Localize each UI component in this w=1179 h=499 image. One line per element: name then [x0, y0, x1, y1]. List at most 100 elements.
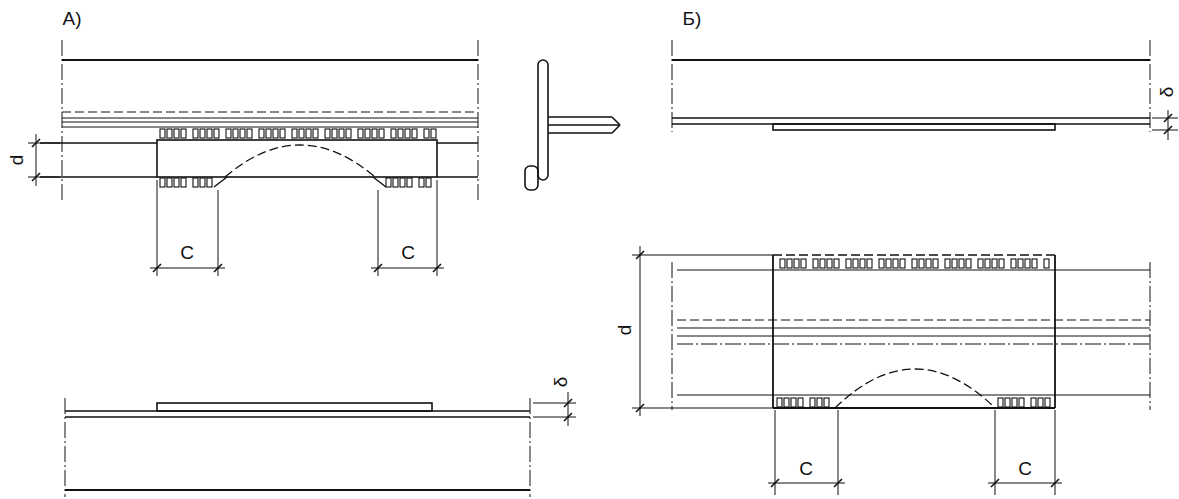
weld-symbol: [900, 259, 905, 268]
drawing-line: [548, 124, 620, 126]
drawing-line: [677, 394, 1150, 395]
weld-symbol: [1019, 398, 1024, 407]
weld-symbol: [240, 129, 245, 138]
drawing-line: [157, 180, 158, 276]
weld-symbol: [810, 398, 815, 407]
weld-symbol: [233, 129, 238, 138]
dimension-label: d: [615, 323, 634, 338]
weld-symbol: [405, 129, 410, 138]
weld-symbol: [365, 129, 370, 138]
weld-symbol: [174, 129, 179, 138]
weld-symbol: [407, 178, 412, 187]
weld-symbol: [372, 129, 377, 138]
drawing-line: [568, 392, 569, 426]
weld-symbol: [798, 398, 803, 407]
weld-symbol: [379, 129, 384, 138]
drawing-line: [32, 173, 40, 181]
drawing-line: [1168, 110, 1169, 140]
weld-symbol: [273, 129, 278, 138]
drawing-line: [988, 483, 1062, 484]
weld-symbol: [313, 129, 318, 138]
weld-symbol: [1025, 259, 1030, 268]
drawing-line: [612, 125, 620, 133]
drawing-line: [378, 190, 379, 276]
weld-symbol: [424, 129, 429, 138]
drawing-line: [62, 117, 478, 118]
weld-symbol: [1018, 259, 1023, 268]
weld-symbol: [926, 259, 931, 268]
drawing-line: [640, 246, 641, 416]
drawing-line: [612, 117, 620, 125]
drawing-line: [65, 489, 530, 491]
weld-symbol: [952, 259, 957, 268]
weld-symbol: [391, 129, 396, 138]
drawing-line: [214, 177, 227, 187]
drawing-line: [1054, 255, 1056, 408]
plate-outline: [773, 124, 1055, 130]
weld-symbol: [266, 129, 271, 138]
drawing-line: [437, 176, 478, 177]
drawing-line: [991, 479, 999, 487]
weld-symbol: [893, 259, 898, 268]
drawing-line: [771, 479, 779, 487]
drawing-line: [632, 255, 773, 256]
weld-symbol: [978, 259, 983, 268]
drawing-line: [636, 404, 644, 412]
dimension-label: C: [399, 243, 417, 262]
drawing-line: [1152, 130, 1178, 131]
weld-symbol: [193, 129, 198, 138]
dimension-label: δ: [1157, 85, 1176, 100]
weld-symbol: [834, 259, 839, 268]
weld-symbol: [299, 129, 304, 138]
drawing-line: [533, 417, 576, 418]
weld-symbol: [945, 259, 950, 268]
weld-symbol: [181, 129, 186, 138]
weld-symbol: [817, 398, 822, 407]
drawing-line: [672, 262, 673, 410]
weld-symbol: [1038, 398, 1043, 407]
drawing-line: [677, 335, 1150, 336]
dimension-label: C: [797, 459, 815, 478]
drawing-line: [773, 254, 1055, 255]
weld-symbol: [998, 398, 1003, 407]
weld-symbol: [174, 178, 179, 187]
weld-symbol: [846, 259, 851, 268]
drawing-line: [62, 111, 478, 112]
weld-symbol: [160, 178, 165, 187]
drawing-line: [533, 403, 576, 404]
weld-symbol: [820, 259, 825, 268]
weld-symbol: [1012, 398, 1017, 407]
weld-symbol: [801, 259, 806, 268]
drawing-line: [677, 327, 1150, 328]
weld-symbol: [780, 259, 785, 268]
weld-symbol: [787, 259, 792, 268]
cutout-arc: [835, 369, 995, 408]
drawing-line: [548, 132, 612, 134]
weld-symbol: [306, 129, 311, 138]
weld-symbol: [1011, 259, 1016, 268]
weld-symbol: [207, 178, 212, 187]
drawing-line: [62, 40, 63, 200]
dimension-label: C: [178, 243, 196, 262]
weld-symbol: [886, 259, 891, 268]
drawing-line: [1152, 118, 1178, 119]
plate-outline: [157, 403, 432, 411]
weld-symbol: [985, 259, 990, 268]
weld-symbol: [853, 259, 858, 268]
weld-symbol: [167, 129, 172, 138]
drawing-line: [672, 59, 1150, 61]
drawing-line: [437, 180, 438, 276]
drawing-line: [478, 40, 479, 200]
drawing-line: [834, 479, 842, 487]
weld-symbol: [167, 178, 172, 187]
drawing-line: [677, 319, 1150, 320]
drawing-line: [65, 398, 66, 497]
drawing-line: [28, 143, 60, 144]
weld-symbol: [386, 178, 391, 187]
drawing-line: [374, 264, 382, 272]
drawing-line: [218, 190, 219, 276]
weld-symbol: [992, 259, 997, 268]
weld-symbol: [346, 129, 351, 138]
weld-symbol: [966, 259, 971, 268]
